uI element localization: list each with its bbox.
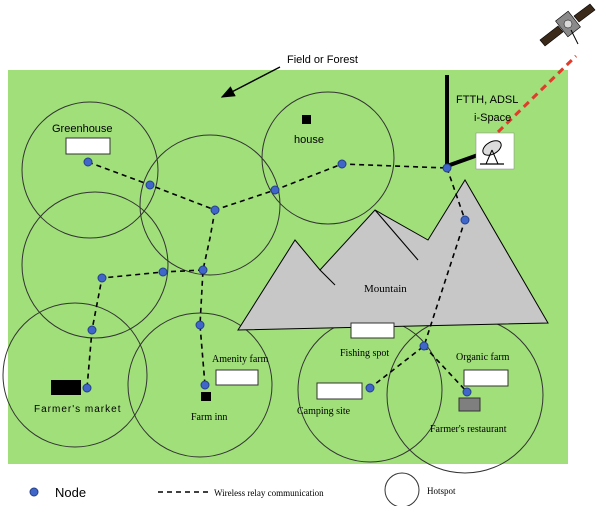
node	[337, 159, 347, 169]
node	[195, 320, 205, 330]
node	[210, 205, 220, 215]
amenity-farm-label: Amenity farm	[212, 354, 269, 365]
ground-station	[475, 132, 515, 170]
node	[365, 383, 375, 393]
satellite-icon	[539, 3, 596, 47]
hotspot	[127, 312, 273, 458]
legend-hotspot-label: Hotspot	[427, 486, 456, 496]
camping-site-box	[316, 382, 363, 400]
field-arrow	[220, 66, 281, 98]
farmers-market-label: Farmer's market	[34, 404, 121, 415]
node	[83, 157, 93, 167]
ftth-label: FTTH, ADSL	[456, 94, 518, 106]
satellite-link	[496, 54, 578, 134]
node	[460, 215, 470, 225]
legend-node-icon	[29, 487, 39, 497]
farm-inn-icon	[201, 392, 211, 401]
hotspot	[2, 302, 148, 448]
node	[270, 185, 280, 195]
mountain-outlines	[319, 209, 419, 286]
field-label: Field or Forest	[287, 54, 358, 66]
relay-path	[87, 161, 448, 211]
amenity-farm-box	[215, 369, 259, 386]
relay-nodes	[82, 157, 472, 397]
hotspot	[21, 101, 159, 239]
house-label: house	[294, 134, 324, 146]
greenhouse-label: Greenhouse	[52, 123, 113, 135]
farmers-market-icon	[51, 380, 81, 395]
mountain-label: Mountain	[364, 283, 407, 295]
house-icon	[302, 115, 311, 124]
relay-path	[369, 167, 466, 389]
legend: Node Wireless relay communication Hotspo…	[29, 472, 456, 506]
node	[145, 180, 155, 190]
node	[82, 383, 92, 393]
hotspot	[261, 91, 395, 225]
node	[158, 267, 168, 277]
node	[200, 380, 210, 390]
legend-relay-label: Wireless relay communication	[214, 488, 324, 498]
farm-inn-label: Farm inn	[191, 412, 227, 423]
camping-site-label: Camping site	[297, 406, 351, 417]
relay-path	[199, 209, 216, 386]
greenhouse-box	[65, 137, 111, 155]
mountain-shape	[237, 179, 549, 331]
node	[419, 341, 429, 351]
farmers-restaurant-label: Farmer's restaurant	[430, 424, 507, 435]
hotspot	[21, 191, 169, 339]
relay-path	[423, 345, 468, 393]
legend-node-label: Node	[55, 485, 86, 500]
ispace-label: i-Space	[474, 112, 511, 124]
fishing-spot-label: Fishing spot	[340, 348, 389, 359]
node	[462, 387, 472, 397]
organic-farm-label: Organic farm	[456, 352, 510, 363]
node	[198, 265, 208, 275]
organic-farm-box	[463, 369, 509, 387]
fishing-spot-box	[350, 322, 395, 339]
hotspot	[139, 134, 281, 276]
node	[97, 273, 107, 283]
node	[442, 163, 452, 173]
legend-hotspot-icon	[384, 472, 420, 506]
farmers-restaurant-icon	[458, 397, 481, 412]
node	[87, 325, 97, 335]
